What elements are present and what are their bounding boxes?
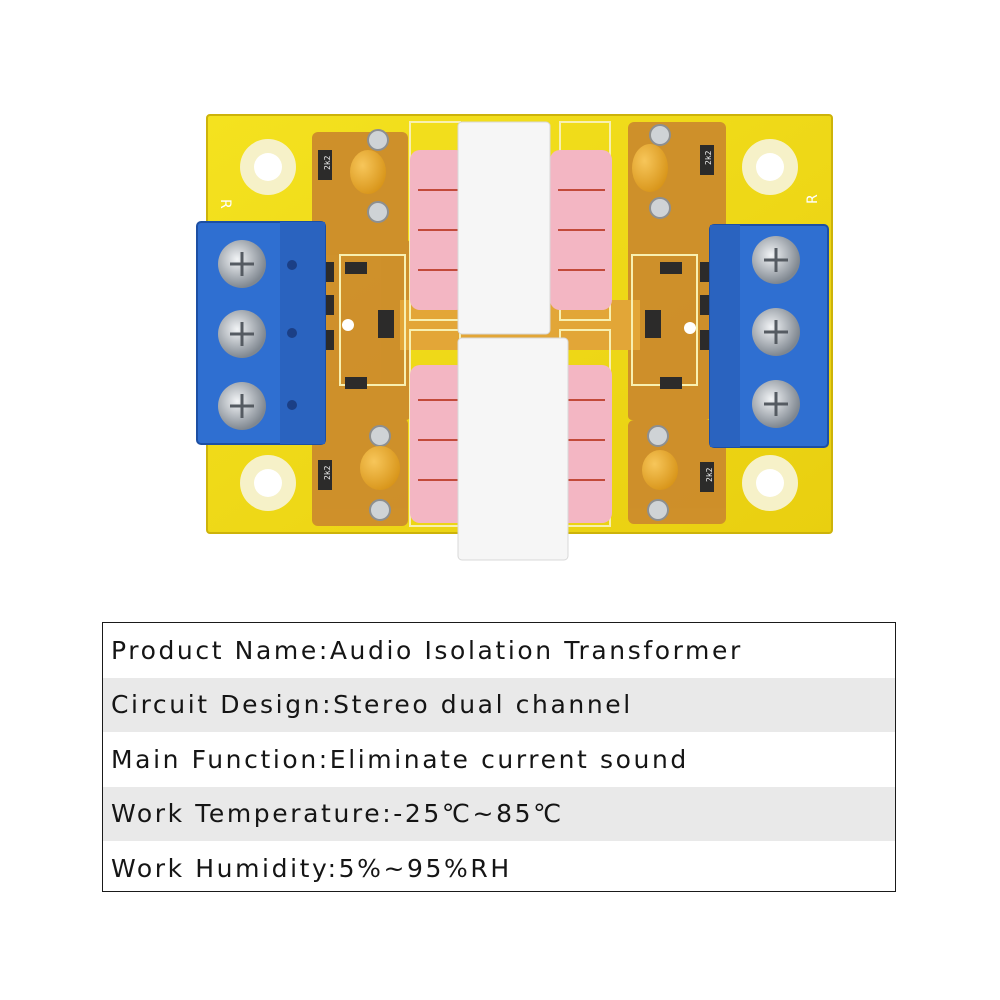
spec-value: -25℃~85℃ (393, 799, 564, 829)
spec-label: Work Humidity: (111, 853, 339, 883)
spec-row-work-humidity: Work Humidity:5%~95%RH (103, 841, 895, 896)
resistor-marking: 2k2 2k2 2k2 2k2 (323, 150, 714, 482)
svg-text:2k2: 2k2 (705, 467, 714, 482)
solder-pads (367, 124, 671, 521)
transformer-top (410, 121, 612, 335)
spec-value: 5%~95%RH (338, 853, 512, 883)
center-hole-left (342, 319, 354, 331)
spec-value: Audio Isolation Transformer (329, 635, 743, 665)
spec-label: Circuit Design: (111, 690, 334, 720)
svg-text:2k2: 2k2 (323, 155, 332, 170)
center-hole-right (684, 322, 696, 334)
spec-row-main-function: Main Function:Eliminate current sound (103, 732, 895, 787)
terminal-block-left (196, 221, 326, 445)
svg-text:2k2: 2k2 (323, 465, 332, 480)
spec-row-product-name: Product Name:Audio Isolation Transformer (103, 623, 895, 678)
spec-value: Eliminate current sound (329, 744, 689, 774)
product-photo: 2k2 2k2 2k2 2k2 (196, 114, 833, 561)
spec-table: Product Name:Audio Isolation Transformer… (102, 622, 896, 892)
terminal-label-left: R (217, 199, 233, 209)
spec-row-circuit-design: Circuit Design:Stereo dual channel (103, 677, 895, 732)
svg-text:2k2: 2k2 (704, 150, 713, 165)
spec-value: Stereo dual channel (333, 690, 633, 720)
spec-label: Product Name: (111, 635, 330, 665)
transformer-bottom (410, 337, 612, 561)
terminal-label-right: R (805, 194, 821, 204)
mounting-holes (240, 139, 798, 511)
terminal-block-right (709, 224, 829, 448)
spec-label: Work Temperature: (111, 799, 394, 829)
spec-label: Main Function: (111, 744, 330, 774)
spec-row-work-temperature: Work Temperature:-25℃~85℃ (103, 786, 895, 841)
ceramic-capacitors (350, 144, 678, 490)
